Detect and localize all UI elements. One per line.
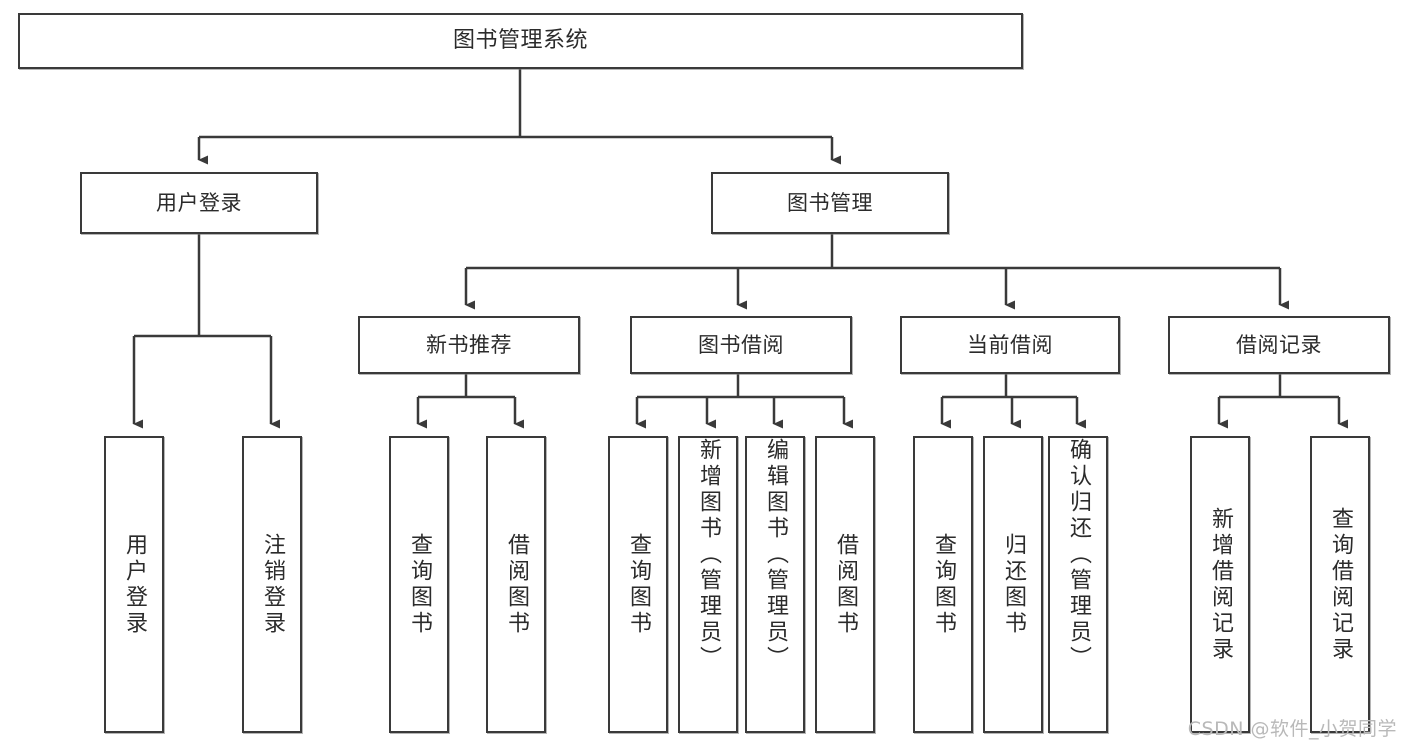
- node-current-borrow[interactable]: 当前借阅: [900, 316, 1120, 374]
- node-leaf-add-book-label: 新增图书（管理员）: [696, 438, 721, 672]
- node-leaf-query-book-1-label: 查询图书: [407, 532, 432, 637]
- node-user-login[interactable]: 用户登录: [80, 172, 318, 234]
- node-leaf-query-record[interactable]: 查询借阅记录: [1310, 436, 1370, 733]
- node-book-manage[interactable]: 图书管理: [711, 172, 949, 234]
- node-leaf-query-book-2-label: 查询图书: [626, 532, 651, 637]
- node-borrow-record[interactable]: 借阅记录: [1168, 316, 1390, 374]
- node-leaf-user-login[interactable]: 用户登录: [104, 436, 164, 733]
- node-leaf-borrow-book-2-label: 借阅图书: [833, 532, 858, 637]
- node-leaf-user-login-label: 用户登录: [122, 532, 147, 637]
- node-borrow-record-label: 借阅记录: [1236, 332, 1322, 357]
- node-leaf-borrow-book-1-label: 借阅图书: [504, 532, 529, 637]
- node-book-borrow[interactable]: 图书借阅: [630, 316, 852, 374]
- node-leaf-query-book-1[interactable]: 查询图书: [389, 436, 449, 733]
- node-leaf-borrow-book-1[interactable]: 借阅图书: [486, 436, 546, 733]
- node-leaf-query-book-3[interactable]: 查询图书: [913, 436, 973, 733]
- node-user-login-label: 用户登录: [156, 190, 242, 215]
- node-current-borrow-label: 当前借阅: [967, 332, 1053, 357]
- node-leaf-edit-book-label: 编辑图书（管理员）: [763, 438, 788, 672]
- csdn-watermark: CSDN @软件_小贺同学: [1187, 718, 1397, 740]
- node-new-book-rec-label: 新书推荐: [426, 332, 512, 357]
- node-book-manage-label: 图书管理: [787, 190, 873, 215]
- node-leaf-confirm-return[interactable]: 确认归还（管理员）: [1048, 436, 1108, 733]
- node-leaf-return-book-label: 归还图书: [1001, 532, 1026, 637]
- node-leaf-query-book-2[interactable]: 查询图书: [608, 436, 668, 733]
- node-leaf-add-record[interactable]: 新增借阅记录: [1190, 436, 1250, 733]
- node-leaf-logout-label: 注销登录: [260, 532, 285, 637]
- node-leaf-add-book[interactable]: 新增图书（管理员）: [678, 436, 738, 733]
- node-leaf-logout[interactable]: 注销登录: [242, 436, 302, 733]
- node-leaf-query-record-label: 查询借阅记录: [1328, 506, 1353, 663]
- node-root-label: 图书管理系统: [452, 28, 588, 54]
- node-book-borrow-label: 图书借阅: [698, 332, 784, 357]
- node-leaf-borrow-book-2[interactable]: 借阅图书: [815, 436, 875, 733]
- node-new-book-rec[interactable]: 新书推荐: [358, 316, 580, 374]
- node-root[interactable]: 图书管理系统: [18, 13, 1023, 69]
- node-leaf-confirm-return-label: 确认归还（管理员）: [1066, 438, 1091, 672]
- node-leaf-return-book[interactable]: 归还图书: [983, 436, 1043, 733]
- node-leaf-edit-book[interactable]: 编辑图书（管理员）: [745, 436, 805, 733]
- node-leaf-add-record-label: 新增借阅记录: [1208, 506, 1233, 663]
- node-leaf-query-book-3-label: 查询图书: [931, 532, 956, 637]
